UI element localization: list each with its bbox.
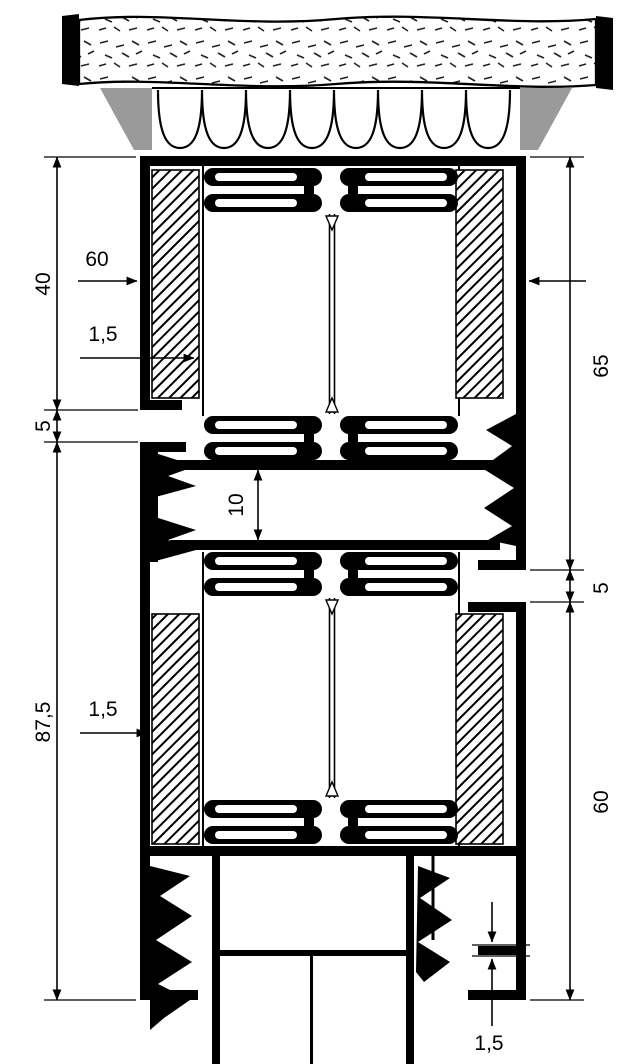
bottom-panel	[212, 856, 414, 1064]
gasket-row3-left	[204, 552, 322, 596]
dim-label-87-5: 87,5	[32, 702, 55, 743]
seal-bottom-left	[150, 866, 192, 1030]
panel-right-wall	[406, 856, 414, 1064]
insulation-top-right	[455, 169, 504, 399]
dimension-wall-1-5-top: 1,5	[80, 323, 195, 363]
dimension-right-chain: 65 5 60	[530, 156, 613, 1001]
insulation-top-left	[151, 169, 200, 399]
sash-right-foot	[468, 990, 526, 1000]
gasket-row4-left	[204, 800, 322, 844]
dim-label-5-right: 5	[590, 582, 613, 594]
glass-panels	[324, 214, 340, 798]
sealant-wedge-right	[520, 88, 572, 150]
dim-label-1-5-mid: 1,5	[88, 698, 117, 721]
sash-right-lip	[478, 946, 516, 955]
dim-label-5-left: 5	[32, 420, 55, 432]
seal-right-mid	[482, 414, 516, 546]
spacer-top-lower	[324, 396, 340, 413]
dimension-center-10: 10	[225, 469, 263, 541]
gasket-row1-right	[340, 168, 458, 212]
gasket-row2-right	[340, 416, 458, 460]
transom-plate-upper	[170, 460, 500, 470]
slab-end-cap-right	[596, 16, 613, 90]
frame-right-wall	[516, 156, 526, 570]
glazing-gaskets	[170, 168, 500, 844]
dimension-width-60: 60	[78, 248, 586, 286]
compression-band-loops	[156, 89, 512, 150]
sash-right-hook	[468, 602, 526, 612]
insulation-bottom-left	[151, 613, 200, 845]
dim-label-60-width: 60	[85, 248, 108, 271]
transom-plate-lower	[170, 540, 500, 550]
dim-label-65: 65	[590, 354, 613, 377]
sash-left-wall	[140, 442, 150, 1000]
dim-label-10: 10	[225, 493, 248, 516]
dimension-left-chain: 40 5 87,5	[32, 156, 138, 1001]
slab-end-cap-left	[62, 14, 79, 86]
insulation-blocks	[151, 169, 504, 845]
gasket-row4-right	[340, 800, 458, 844]
frame-right-foot	[478, 560, 526, 570]
spacer-top-upper	[324, 215, 340, 232]
panel-shelf	[220, 950, 406, 956]
dim-label-40: 40	[32, 272, 55, 295]
wall-slab	[62, 14, 613, 90]
seal-left-mid-stem	[150, 452, 158, 562]
seal-left-mid-b	[152, 516, 196, 562]
sash-right-wall	[516, 602, 526, 1000]
panel-center-rib	[310, 956, 313, 1064]
sealant-wedge-left	[100, 88, 152, 150]
seal-bottom-right	[416, 866, 452, 982]
spacer-bottom-upper	[324, 599, 340, 616]
spacer-bottom-lower	[324, 780, 340, 797]
slab-body	[77, 15, 598, 88]
frame-top-cap	[140, 156, 526, 166]
frame-left-wall	[140, 156, 150, 410]
gasket-row2-left	[204, 416, 322, 460]
panel-left-wall	[212, 856, 220, 1064]
dimension-wall-1-5-mid: 1,5	[80, 698, 148, 738]
frame-left-foot	[140, 400, 182, 410]
joint-sealing	[100, 87, 572, 150]
dimension-bottom-1-5: 1,5	[472, 902, 530, 1055]
gasket-row1-left	[204, 168, 322, 212]
insulation-bottom-right	[455, 613, 504, 845]
gasket-row3-right	[340, 552, 458, 596]
dim-label-60-right: 60	[590, 790, 613, 813]
dim-label-1-5-bottom: 1,5	[474, 1032, 503, 1055]
rubber-seals	[150, 414, 516, 1030]
seal-left-mid-a	[152, 452, 196, 498]
sash-left-hook	[140, 442, 186, 452]
dim-label-1-5-top: 1,5	[88, 323, 117, 346]
sash-bottom-cap	[140, 846, 526, 856]
